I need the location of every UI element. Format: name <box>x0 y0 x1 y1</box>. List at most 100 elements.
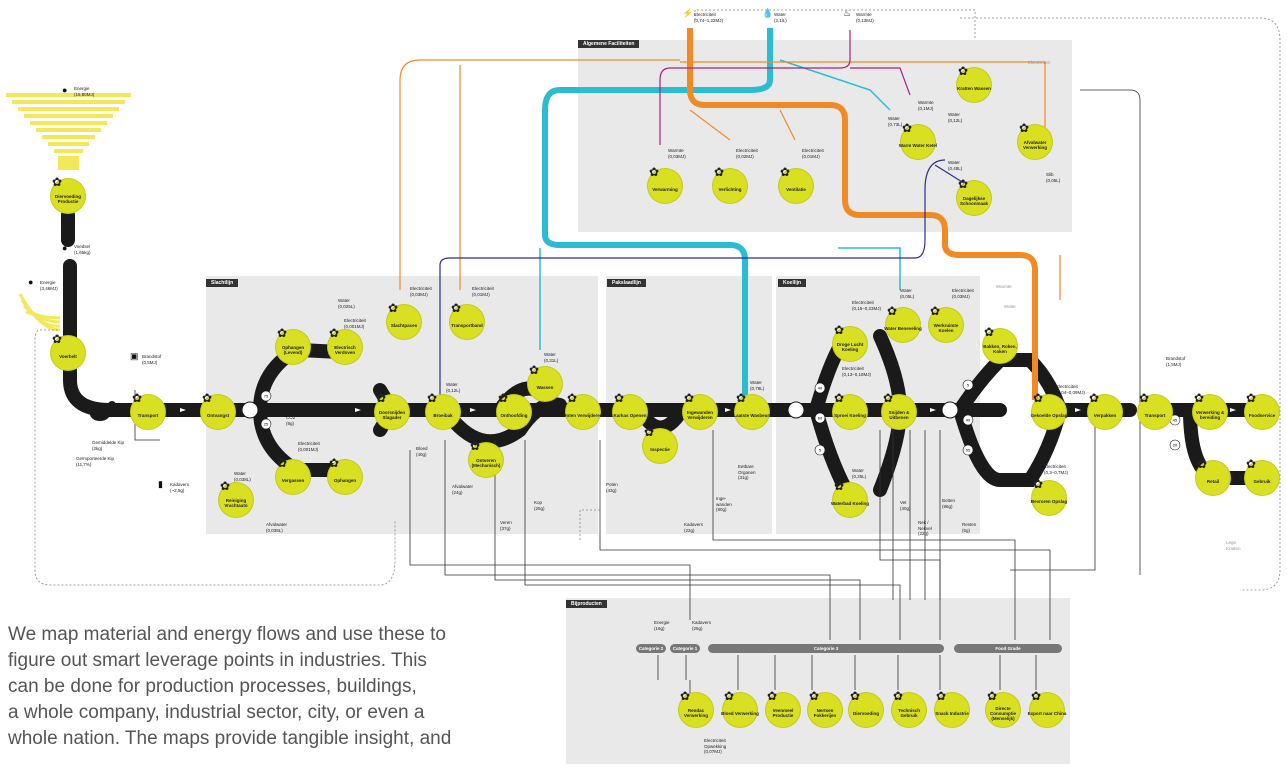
section-label-koellijn: Koellijn <box>778 279 807 287</box>
node-veenmeel[interactable]: ✿Veenmeel Productie <box>766 690 800 727</box>
res-water-b: Water (0,038L) <box>234 471 251 482</box>
paragraph-line-2: figure out smart leverage points in indu… <box>8 650 427 671</box>
section-label-algemene: Algemene Faciliteiten <box>578 40 640 48</box>
node-ontvangst[interactable]: ✿Ontvangst <box>201 392 235 429</box>
node-droge-lucht[interactable]: ✿Droge Lucht Koeling <box>833 324 867 361</box>
node-water-benevel[interactable]: ✿Water Beneveling <box>884 305 922 342</box>
node-bevroren[interactable]: ✿Bevroren Opslag <box>1031 478 1067 515</box>
res-top-electricity: Electriciteit (0,74–1,22MJ) <box>694 12 724 23</box>
node-transportband[interactable]: ✿Transportband <box>450 302 484 339</box>
node-ontveren[interactable]: ✿Ontveren (Mechanisch) <box>469 440 503 477</box>
node-diervoeding[interactable]: ✿Diervoeding Productie <box>51 176 85 213</box>
res-slib: Slib (0,05L) <box>1046 172 1061 183</box>
water-flow-thin <box>539 59 901 350</box>
heat-flow <box>659 30 911 145</box>
node-verpakken[interactable]: ✿Verpakken <box>1088 392 1122 429</box>
res-top-water: Water (2,1lL) <box>774 12 787 23</box>
node-transport-2[interactable]: ✿Transport <box>1138 392 1172 429</box>
res-elec-slacht: Electriciteit (0,03MJ) <box>410 286 432 297</box>
node-bloed-verw[interactable]: ✿Bloed Verwerking <box>721 690 759 727</box>
res-kadavers-2: Kadavers (22g) <box>684 522 704 533</box>
section-label-bijproducten: Bijproducten <box>566 600 607 608</box>
res-co2: CO2 (9g) <box>286 415 296 426</box>
node-nertsen[interactable]: ✿Nertsen Fokkerijen <box>808 690 842 727</box>
res-nek: Nek / Nekvel (22g) <box>918 520 932 536</box>
node-dagelijkse[interactable]: ✿Dagelijkse Schoonmaak <box>957 178 991 215</box>
node-wassen[interactable]: ✿Wassen <box>528 364 562 401</box>
res-ingewanden: Inge- wanden (80g) <box>716 496 732 512</box>
node-voerbelt[interactable]: ✿Voerbelt <box>51 333 85 370</box>
res-water-f: Water (0,05L) <box>900 288 915 299</box>
res-warmte-verw: Warmte (0,03MJ) <box>668 148 686 159</box>
res-kop: Kop (25g) <box>534 500 545 511</box>
node-poten[interactable]: ✿Poten Verwijderen <box>563 392 603 429</box>
res-warmte-h: Warmte (0,1MJ) <box>918 100 934 111</box>
node-ventilatie[interactable]: ✿Ventilatie <box>779 166 813 203</box>
node-retail[interactable]: ✿Retail <box>1196 458 1230 495</box>
water-flow <box>542 28 773 410</box>
panel-bijproducten <box>566 598 1070 764</box>
section-label-slachtlijn: Slachtlijn <box>206 279 239 287</box>
node-waterbad[interactable]: ✿Waterbad Koeling <box>831 480 869 517</box>
node-afvalwater[interactable]: ✿Afvalwater Verwerking <box>1018 122 1052 159</box>
node-verwarming[interactable]: ✿Verwarming <box>648 166 682 203</box>
res-afvalwater-c: Afvalwater (24g) <box>452 484 474 495</box>
node-diervoeding-2[interactable]: ✿Diervoeding <box>849 690 883 727</box>
node-gebruik[interactable]: ✿Gebruik <box>1245 458 1279 495</box>
res-water-e: Water (0,78L) <box>750 380 765 391</box>
res-water-c: Water (0,12L) <box>446 382 461 393</box>
res-elec-opw: Electriciteit Opwekking (0,07MJ) <box>704 738 727 754</box>
node-ophangen-levend[interactable]: ✿Ophangen (Levend) <box>276 327 310 364</box>
node-snack[interactable]: ✿Snack Industrie <box>935 690 969 727</box>
res-resten: Resten (5g) <box>962 522 977 533</box>
res-vet: Vet (40g) <box>900 500 911 511</box>
res-bloed: Bloed (40g) <box>416 446 428 457</box>
section-label-pakslaadlijn: Pakslaadlijn <box>607 279 646 287</box>
node-gekoelde[interactable]: ✿Gekoelde Opslag <box>1031 392 1067 429</box>
paragraph-line-1: We map material and energy flows and use… <box>8 624 446 645</box>
percent-label: 55 <box>966 448 971 453</box>
node-reiniging[interactable]: ✿Reiniging Vrachtauto <box>219 480 253 517</box>
node-vergassen[interactable]: ✿Vergassen <box>276 457 310 494</box>
node-sproei[interactable]: ✿Sproei Koeling <box>833 392 867 429</box>
node-karkas[interactable]: ✿Karkas Openen <box>613 392 647 429</box>
food-dot-icon: ● <box>62 243 68 253</box>
node-werkruimte[interactable]: ✿Werkruimte Koelen <box>929 305 963 342</box>
bin-icon: ▮ <box>158 479 163 489</box>
node-foodservice[interactable]: ✿Foodservice <box>1245 392 1279 429</box>
electricity-flow-thin <box>399 59 1061 300</box>
res-elec-werk: Electriciteit (0,03MJ) <box>952 288 974 299</box>
res-warmte-grey: Warmte <box>996 284 1012 289</box>
node-ophangen[interactable]: ✿Ophangen <box>328 457 362 494</box>
node-inspectie[interactable]: ✿Inspectie <box>643 426 677 463</box>
node-laatste[interactable]: ✿Laatste Wasbeurt <box>733 392 771 429</box>
node-onthoofding[interactable]: ✿Onthoofding <box>497 392 531 429</box>
node-electrisch-verdoven[interactable]: ✿Electrisch Verdoven <box>328 327 362 364</box>
heat-icon: ♨ <box>843 8 852 18</box>
percent-label: 60 <box>818 416 823 421</box>
node-bakken[interactable]: ✿Bakken, Roken, Koken <box>983 326 1017 363</box>
node-ingewanden[interactable]: ✿Ingewanden Verwijderen <box>683 392 717 429</box>
node-kratten[interactable]: ✿Kratten Wassen <box>957 65 991 102</box>
energy-dot-icon: ● <box>62 85 68 95</box>
node-slachtpaces[interactable]: ✿Slachtpaces <box>387 302 421 339</box>
node-broeibak[interactable]: ✿Broeibak <box>426 392 460 429</box>
node-verlichting[interactable]: ✿Verlichting <box>713 166 747 203</box>
res-energie-bp: Energie (16g) <box>654 620 670 631</box>
node-verwerking-bereiding[interactable]: ✿Verwerking & bereiding <box>1193 392 1227 429</box>
node-export[interactable]: ✿Export naar China <box>1028 690 1066 727</box>
node-rendac[interactable]: ✿Rendac Verwerking <box>679 690 713 727</box>
percent-label: 40 <box>818 386 823 391</box>
node-transport[interactable]: ✿Transport <box>131 392 165 429</box>
res-elec-a: Electriciteit (0,001MJ) <box>344 318 366 329</box>
node-directe[interactable]: ✿Directe Consumptie (Menselijk) <box>986 690 1020 727</box>
node-snijden[interactable]: ✿Snijden & Uitbenen <box>882 392 916 429</box>
node-technisch[interactable]: ✿Technisch Gebruik <box>892 690 926 727</box>
res-elec-gekoeld: Electriciteit (0,04–0,09MJ) <box>1056 384 1086 395</box>
node-doorsnijden[interactable]: ✿Doorsnijden Slagader <box>375 392 409 429</box>
res-water-a: Water (0,025L) <box>338 298 355 309</box>
node-warm-water[interactable]: ✿Warm Water Ketel <box>899 122 937 159</box>
res-afvalwater-b: Afvalwater (0,038L) <box>266 522 288 533</box>
res-elec-bevroren: Electriciteit (0,3–0,7MJ) <box>1044 464 1069 475</box>
res-botten: Botten (96g) <box>942 498 956 509</box>
